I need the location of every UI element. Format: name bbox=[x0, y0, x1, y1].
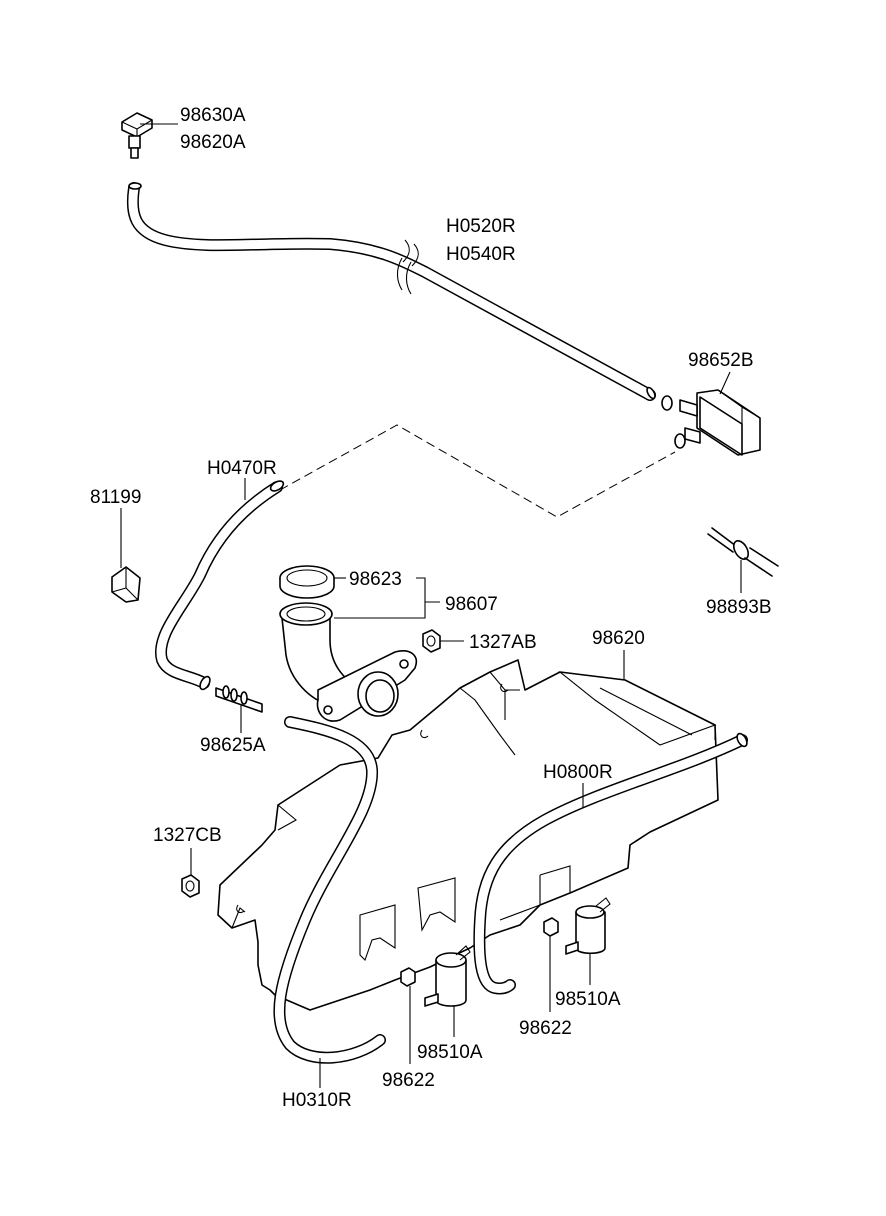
connection-line bbox=[279, 424, 676, 518]
right-hose bbox=[473, 732, 748, 995]
filler-neck-icon bbox=[279, 577, 440, 722]
nut-icon bbox=[181, 848, 200, 898]
clip-icon bbox=[111, 508, 141, 603]
upper-hose bbox=[126, 182, 656, 401]
left-hose bbox=[154, 478, 285, 691]
label-reservoir: 98620 bbox=[592, 628, 645, 649]
label-nozzle-a: 98630A bbox=[180, 105, 246, 126]
label-hose-right: H0800R bbox=[543, 762, 613, 783]
bottom-hose bbox=[273, 716, 386, 1088]
hose-connector-icon bbox=[661, 371, 761, 456]
label-nut-left: 1327CB bbox=[153, 825, 222, 846]
check-valve-icon bbox=[215, 685, 263, 733]
label-grommet-left: 98622 bbox=[382, 1070, 435, 1091]
label-pump-right: 98510A bbox=[555, 989, 621, 1010]
reservoir-tank-icon bbox=[217, 650, 719, 1011]
label-filler-assy: 98607 bbox=[445, 594, 498, 615]
nut-icon bbox=[422, 629, 464, 653]
washer-nozzle-icon bbox=[121, 112, 178, 159]
label-hose-upper-b: H0540R bbox=[446, 244, 516, 265]
grommet-icon bbox=[400, 967, 416, 1064]
grommet-icon bbox=[543, 917, 559, 1012]
label-joint: 98893B bbox=[706, 597, 772, 618]
label-hose-upper-a: H0520R bbox=[446, 216, 516, 237]
label-nut-right: 1327AB bbox=[469, 632, 537, 653]
label-grommet-right: 98622 bbox=[519, 1018, 572, 1039]
label-connector: 98652B bbox=[688, 350, 754, 371]
washer-pump-icon bbox=[565, 897, 611, 985]
label-check-valve: 98625A bbox=[200, 735, 266, 756]
label-clip: 81199 bbox=[90, 487, 141, 508]
filler-cap-icon bbox=[279, 565, 346, 599]
hose-joint-icon bbox=[707, 527, 779, 593]
label-cap: 98623 bbox=[349, 569, 402, 590]
label-hose-bottom: H0310R bbox=[282, 1090, 352, 1111]
label-pump-left: 98510A bbox=[417, 1042, 483, 1063]
washer-pump-icon bbox=[424, 945, 471, 1037]
label-hose-left: H0470R bbox=[207, 458, 277, 479]
label-nozzle-b: 98620A bbox=[180, 132, 246, 153]
